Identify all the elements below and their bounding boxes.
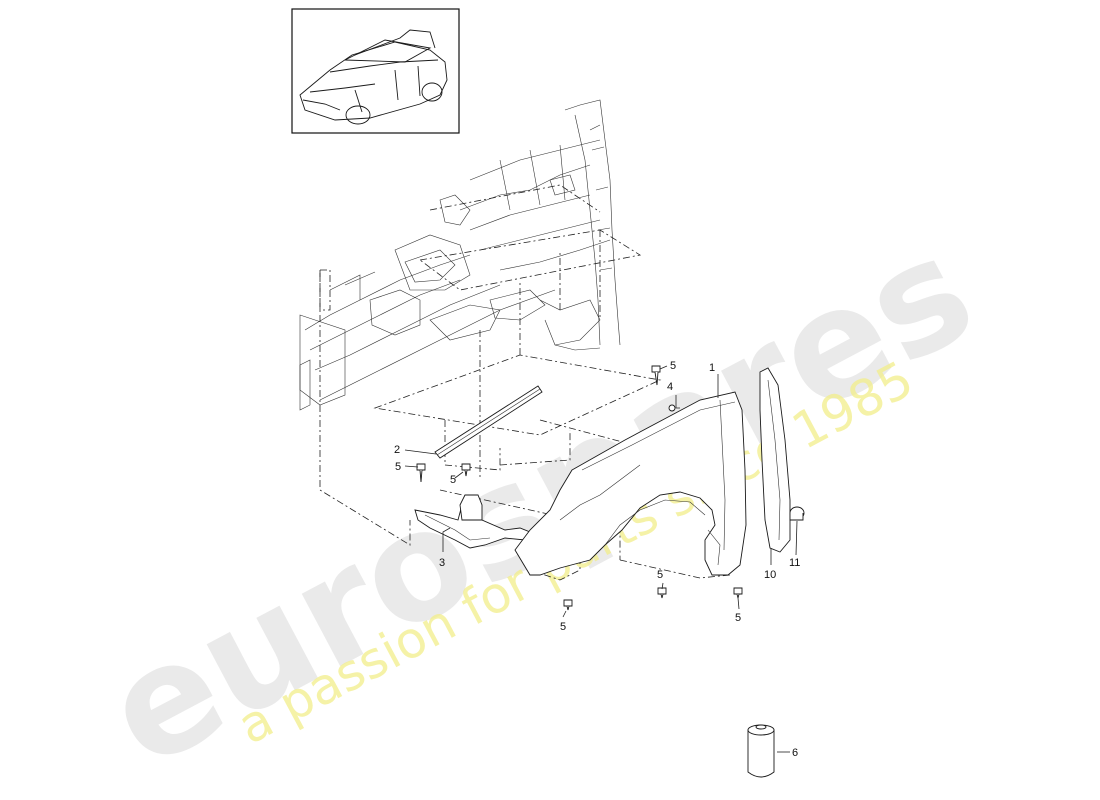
leader-lines: [404, 365, 798, 753]
callout-11: 11: [789, 557, 800, 569]
callout-1: 1: [709, 362, 715, 374]
callout-5-bottom-right: 5: [735, 612, 741, 624]
body-shell: [299, 99, 731, 581]
callout-5-bottom-left: 5: [560, 621, 566, 633]
part-3-bracket: [414, 494, 531, 549]
watermark: eurospares a passion for parts since 198…: [80, 203, 999, 800]
callout-4: 4: [667, 381, 673, 393]
callout-6: 6: [792, 747, 798, 759]
part-1-front-fender: [514, 391, 747, 576]
callouts: 1 2 3 4 5 5 5 5 5 5 6 10 11: [394, 360, 800, 759]
car-illustration: [299, 29, 448, 125]
vehicle-thumbnail: [291, 8, 460, 134]
callout-10: 10: [764, 569, 776, 581]
callout-5-bottom-mid: 5: [657, 569, 663, 581]
watermark-brand: eurospares: [80, 203, 999, 800]
callout-5-left: 5: [395, 461, 401, 473]
part-6-cylinder: [747, 724, 775, 778]
fasteners: [416, 365, 743, 611]
callout-5-top: 5: [670, 360, 676, 372]
part-11-clip: [789, 506, 805, 521]
callout-3: 3: [439, 557, 445, 569]
callout-5-mid: 5: [450, 474, 456, 486]
part-2-seal-strip: [434, 385, 543, 459]
part-10-liner-trim: [759, 367, 791, 553]
callout-2: 2: [394, 444, 400, 456]
